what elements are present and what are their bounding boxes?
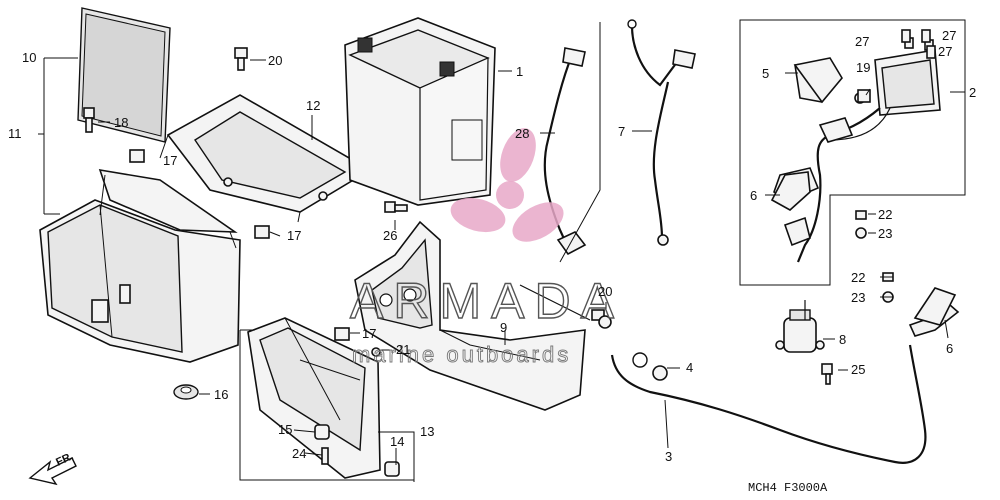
callout-22b: 22 — [851, 270, 865, 285]
callout-1: 1 — [516, 64, 523, 79]
callout-10: 10 — [22, 50, 36, 65]
watermark-tagline: marine outboards — [352, 342, 571, 367]
callout-4: 4 — [686, 360, 693, 375]
callout-18: 18 — [114, 115, 128, 130]
battery-tray-bracket — [159, 94, 379, 223]
diagram-code: MCH4 F3000A — [748, 481, 828, 495]
callout-17b: 17 — [287, 228, 301, 243]
callout-15: 15 — [278, 422, 292, 437]
callout-7: 7 — [618, 124, 625, 139]
callout-14: 14 — [390, 434, 404, 449]
cable-28 — [543, 47, 587, 256]
battery-case — [39, 168, 241, 363]
battery-cover-panel — [77, 7, 171, 143]
callout-20b: 20 — [598, 284, 612, 299]
callout-8: 8 — [839, 332, 846, 347]
callout-19: 19 — [856, 60, 870, 75]
callout-23a: 23 — [878, 226, 892, 241]
callout-13: 13 — [420, 424, 434, 439]
terminal-boot-6-upper — [770, 171, 811, 211]
battery — [344, 17, 496, 206]
front-arrow-icon — [28, 457, 77, 486]
callout-24: 24 — [292, 446, 306, 461]
callout-11: 11 — [8, 126, 22, 141]
callout-17c: 17 — [362, 326, 376, 341]
callout-20a: 20 — [268, 53, 282, 68]
callout-5: 5 — [762, 66, 769, 81]
callout-22a: 22 — [878, 207, 892, 222]
watermark-brand: ARMADA — [350, 273, 624, 329]
harness-assembly-box — [739, 19, 966, 286]
callout-23b: 23 — [851, 290, 865, 305]
mounting-bracket — [354, 220, 586, 411]
starter-relay — [775, 309, 825, 353]
leader-lines — [38, 22, 965, 482]
propeller-logo — [450, 128, 564, 242]
armada-watermark: ARMADA marine outboards — [349, 128, 624, 367]
front-direction-indicator: FR. — [28, 450, 77, 486]
callout-28: 28 — [515, 126, 529, 141]
ground-wire — [519, 284, 806, 321]
callout-16: 16 — [214, 387, 228, 402]
callout-25: 25 — [851, 362, 865, 377]
callout-27a: 27 — [855, 34, 869, 49]
callout-6b: 6 — [946, 341, 953, 356]
fasteners — [83, 29, 936, 400]
battery-box-lower — [247, 317, 400, 479]
callout-12: 12 — [306, 98, 320, 113]
callout-9: 9 — [500, 320, 507, 335]
callout-17a: 17 — [163, 153, 177, 168]
callout-21: 21 — [396, 342, 410, 357]
cable-7 — [627, 19, 696, 246]
terminal-boot-6-lower — [913, 287, 957, 326]
callout-3: 3 — [665, 449, 672, 464]
terminal-boot-5 — [793, 57, 843, 104]
callout-2: 2 — [969, 85, 976, 100]
callout-26: 26 — [383, 228, 397, 243]
callout-27b: 27 — [942, 28, 956, 43]
callout-6a: 6 — [750, 188, 757, 203]
callout-27c: 27 — [938, 44, 952, 59]
